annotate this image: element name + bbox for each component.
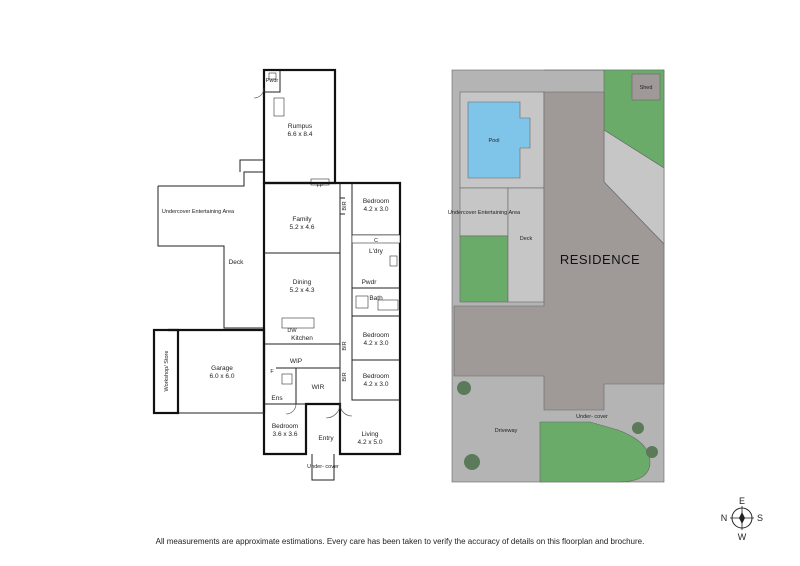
- siteplan: [451, 69, 665, 483]
- ens-shower: [281, 373, 293, 385]
- label-ens: Ens: [271, 395, 283, 402]
- label-dining: Dining: [293, 279, 312, 286]
- label-driveway: Driveway: [495, 428, 518, 434]
- label-dw: DW: [287, 328, 297, 334]
- entertaining-outline-top: [158, 171, 265, 187]
- deck-area: [507, 187, 545, 303]
- bedroom4-door-arc: [285, 403, 297, 415]
- compass-n: N: [721, 513, 728, 523]
- bir1-marks: [340, 197, 345, 215]
- entry-door-arc: [325, 403, 341, 419]
- bathtub: [377, 299, 399, 311]
- size-dining: 5.2 x 4.3: [290, 287, 315, 294]
- compass-e: E: [739, 496, 745, 506]
- toilet-top: [268, 72, 277, 80]
- lawn-front: [539, 421, 651, 483]
- kitchen-island: [281, 317, 315, 329]
- label-kitchen: Kitchen: [291, 335, 313, 342]
- compass-s: S: [757, 513, 763, 523]
- label-bedroom-3: Bedroom: [363, 373, 389, 380]
- bedroom3-wall: [351, 360, 400, 401]
- size-family: 5.2 x 4.6: [290, 224, 315, 231]
- lawn-side: [459, 235, 509, 303]
- pool-shape: [467, 101, 531, 179]
- cupboard-box: [351, 234, 401, 244]
- label-wir: WIR: [312, 384, 325, 391]
- workshop-walls: [152, 328, 180, 415]
- size-bedroom-4: 3.6 x 3.6: [273, 431, 298, 438]
- deck-outline: [157, 186, 264, 329]
- pwdr-top-walls: [264, 70, 281, 93]
- label-fp: FP: [316, 183, 323, 189]
- rumpus-bar: [273, 97, 285, 117]
- tree-3: [632, 422, 644, 434]
- label-undercover-front: Under- cover: [307, 464, 339, 470]
- size-living: 4.2 x 5.0: [358, 439, 383, 446]
- compass: E W N S: [721, 496, 763, 542]
- label-workshop: Workshop/ Store: [164, 351, 170, 392]
- label-family: Family: [292, 216, 312, 223]
- pwdr-door-arc: [253, 87, 265, 99]
- label-ldry: L'dry: [369, 248, 384, 255]
- label-bedroom-4: Bedroom: [272, 423, 298, 430]
- tree-1: [457, 381, 471, 395]
- label-entry: Entry: [318, 435, 334, 442]
- label-pool: Pool: [488, 138, 499, 144]
- compass-w: W: [738, 532, 747, 542]
- label-garage: Garage: [211, 365, 233, 372]
- label-bir-1: BIR: [342, 201, 348, 210]
- label-deck-site: Deck: [520, 236, 533, 242]
- floorplan-labels: Pwdr Rumpus 6.6 x 8.4 FP BIR Bedroom 4.2…: [162, 78, 389, 470]
- label-shed: Shed: [640, 85, 653, 91]
- label-bedroom-1: Bedroom: [363, 198, 389, 205]
- label-rumpus: Rumpus: [288, 123, 313, 130]
- garage-north-east-wall: [168, 328, 266, 413]
- label-wip: WIP: [290, 358, 302, 365]
- label-deck: Deck: [229, 259, 245, 266]
- deck-step: [239, 159, 264, 172]
- tree-4: [646, 446, 658, 458]
- residence-footprint: [453, 91, 665, 411]
- shower: [355, 295, 369, 309]
- size-bedroom-2: 4.2 x 3.0: [364, 340, 389, 347]
- tree-2: [464, 454, 480, 470]
- label-bir-2: BIR: [342, 341, 348, 350]
- label-undercover-entertaining-site: Undercover Entertaining Area: [448, 210, 521, 216]
- label-undercover-entertaining: Undercover Entertaining Area: [162, 209, 235, 215]
- label-pwdr-mid: Pwdr: [362, 279, 378, 286]
- label-cupboard: C: [374, 238, 378, 244]
- label-bath: Bath: [369, 295, 383, 302]
- siteplan-labels: Shed Pool Undercover Entertaining Area D…: [448, 85, 653, 434]
- size-bedroom-3: 4.2 x 3.0: [364, 381, 389, 388]
- label-fridge: F: [270, 369, 274, 375]
- size-bedroom-1: 4.2 x 3.0: [364, 206, 389, 213]
- undercover-front-outline: [311, 454, 335, 481]
- floorplan: [152, 68, 402, 481]
- size-rumpus: 6.6 x 8.4: [288, 131, 313, 138]
- toilet-mid: [389, 255, 398, 267]
- compass-needle: [739, 512, 745, 524]
- label-living: Living: [362, 431, 379, 438]
- label-bedroom-2: Bedroom: [363, 332, 389, 339]
- label-undercover-site: Under- cover: [576, 414, 608, 420]
- shed: [631, 73, 661, 101]
- size-garage: 6.0 x 6.0: [210, 373, 235, 380]
- disclaimer-text: All measurements are approximate estimat…: [155, 537, 645, 546]
- living-door-arc: [339, 403, 353, 417]
- label-bir-3: BIR: [342, 372, 348, 381]
- entertaining-area: [459, 187, 509, 237]
- label-residence: RESIDENCE: [560, 252, 640, 267]
- label-pwdr-top: Pwdr: [266, 78, 279, 84]
